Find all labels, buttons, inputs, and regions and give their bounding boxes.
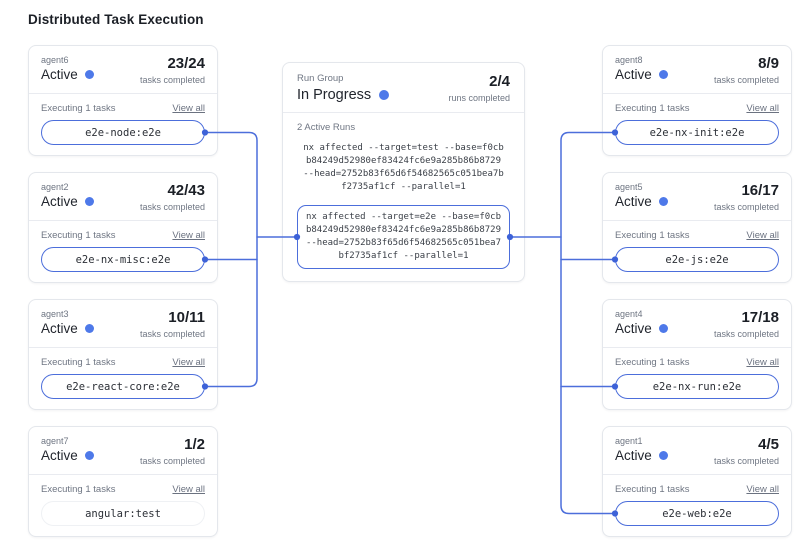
agent-card: agent1 Active 4/5 tasks completed Execut…	[602, 426, 792, 537]
tasks-completed-label: tasks completed	[139, 75, 205, 85]
tasks-count: 42/43	[167, 182, 205, 199]
active-status-dot	[658, 451, 668, 460]
run-group-card: Run Group In Progress 2/4 runs completed…	[282, 62, 525, 282]
agent-card: agent3 Active 10/11 tasks completed Exec…	[28, 299, 218, 410]
agent-status: Active	[41, 321, 78, 336]
view-all-link[interactable]: View all	[172, 357, 205, 368]
tasks-completed-label: tasks completed	[713, 456, 779, 466]
active-runs-label: 2 Active Runs	[297, 122, 356, 133]
task-box[interactable]: e2e-js:e2e	[615, 247, 779, 272]
tasks-count: 23/24	[167, 55, 205, 72]
view-all-link[interactable]: View all	[172, 103, 205, 114]
view-all-link[interactable]: View all	[746, 357, 779, 368]
active-status-dot	[658, 70, 668, 79]
executing-tasks-label: Executing 1 tasks	[41, 103, 116, 114]
agent-status: Active	[41, 194, 78, 209]
in-progress-status-dot	[379, 90, 390, 100]
divider	[29, 474, 217, 475]
task-box[interactable]: e2e-react-core:e2e	[41, 374, 205, 399]
task-box[interactable]: e2e-nx-misc:e2e	[41, 247, 205, 272]
executing-tasks-label: Executing 1 tasks	[41, 230, 116, 241]
agent-card: agent7 Active 1/2 tasks completed Execut…	[28, 426, 218, 537]
executing-tasks-label: Executing 1 tasks	[615, 230, 690, 241]
active-status-dot	[84, 70, 94, 79]
agent-status: Active	[41, 67, 78, 82]
tasks-completed-label: tasks completed	[713, 329, 779, 339]
agent-name: agent5	[615, 182, 643, 192]
agent-status: Active	[615, 194, 652, 209]
divider	[603, 474, 791, 475]
executing-tasks-label: Executing 1 tasks	[615, 357, 690, 368]
divider	[29, 93, 217, 94]
view-all-link[interactable]: View all	[746, 103, 779, 114]
agent-name: agent6	[41, 55, 69, 65]
active-status-dot	[84, 451, 94, 460]
divider	[283, 112, 524, 113]
tasks-count: 1/2	[184, 436, 205, 453]
executing-tasks-label: Executing 1 tasks	[615, 103, 690, 114]
executing-tasks-label: Executing 1 tasks	[41, 484, 116, 495]
tasks-completed-label: tasks completed	[713, 75, 779, 85]
agent-name: agent1	[615, 436, 643, 446]
run-group-header: Run Group In Progress 2/4 runs completed	[283, 63, 524, 112]
page-title: Distributed Task Execution	[28, 12, 204, 27]
agent-status: Active	[615, 448, 652, 463]
executing-tasks-label: Executing 1 tasks	[615, 484, 690, 495]
agent-card: agent2 Active 42/43 tasks completed Exec…	[28, 172, 218, 283]
view-all-link[interactable]: View all	[172, 484, 205, 495]
divider	[29, 347, 217, 348]
task-box[interactable]: angular:test	[41, 501, 205, 526]
agent-name: agent7	[41, 436, 69, 446]
runs-completed-label: runs completed	[448, 93, 510, 103]
agent-status: Active	[615, 67, 652, 82]
runs-progress: 2/4	[489, 73, 510, 90]
agent-card: agent8 Active 8/9 tasks completed Execut…	[602, 45, 792, 156]
divider	[603, 220, 791, 221]
tasks-count: 4/5	[758, 436, 779, 453]
run-command-box-highlighted[interactable]: nx affected --target=e2e --base=f0cbb842…	[297, 205, 510, 269]
active-status-dot	[658, 324, 668, 333]
tasks-completed-label: tasks completed	[139, 456, 205, 466]
active-status-dot	[84, 197, 94, 206]
view-all-link[interactable]: View all	[746, 484, 779, 495]
run-group-status: In Progress	[297, 87, 372, 103]
tasks-count: 8/9	[758, 55, 779, 72]
agent-card: agent6 Active 23/24 tasks completed Exec…	[28, 45, 218, 156]
tasks-completed-label: tasks completed	[139, 329, 205, 339]
task-box[interactable]: e2e-web:e2e	[615, 501, 779, 526]
task-box[interactable]: e2e-nx-run:e2e	[615, 374, 779, 399]
tasks-completed-label: tasks completed	[713, 202, 779, 212]
tasks-count: 16/17	[741, 182, 779, 199]
divider	[603, 93, 791, 94]
agent-status: Active	[41, 448, 78, 463]
executing-tasks-label: Executing 1 tasks	[41, 357, 116, 368]
tasks-count: 10/11	[168, 309, 205, 326]
view-all-link[interactable]: View all	[746, 230, 779, 241]
agent-card: agent4 Active 17/18 tasks completed Exec…	[602, 299, 792, 410]
run-group-label: Run Group	[297, 73, 344, 84]
run-command[interactable]: nx affected --target=test --base=f0cbb84…	[303, 143, 504, 192]
divider	[603, 347, 791, 348]
divider	[29, 220, 217, 221]
task-box[interactable]: e2e-node:e2e	[41, 120, 205, 145]
agent-card: agent5 Active 16/17 tasks completed Exec…	[602, 172, 792, 283]
agent-name: agent2	[41, 182, 69, 192]
agent-name: agent3	[41, 309, 69, 319]
tasks-count: 17/18	[741, 309, 779, 326]
task-box[interactable]: e2e-nx-init:e2e	[615, 120, 779, 145]
agent-name: agent8	[615, 55, 643, 65]
active-status-dot	[658, 197, 668, 206]
active-status-dot	[84, 324, 94, 333]
agent-name: agent4	[615, 309, 643, 319]
view-all-link[interactable]: View all	[172, 230, 205, 241]
agent-status: Active	[615, 321, 652, 336]
tasks-completed-label: tasks completed	[139, 202, 205, 212]
